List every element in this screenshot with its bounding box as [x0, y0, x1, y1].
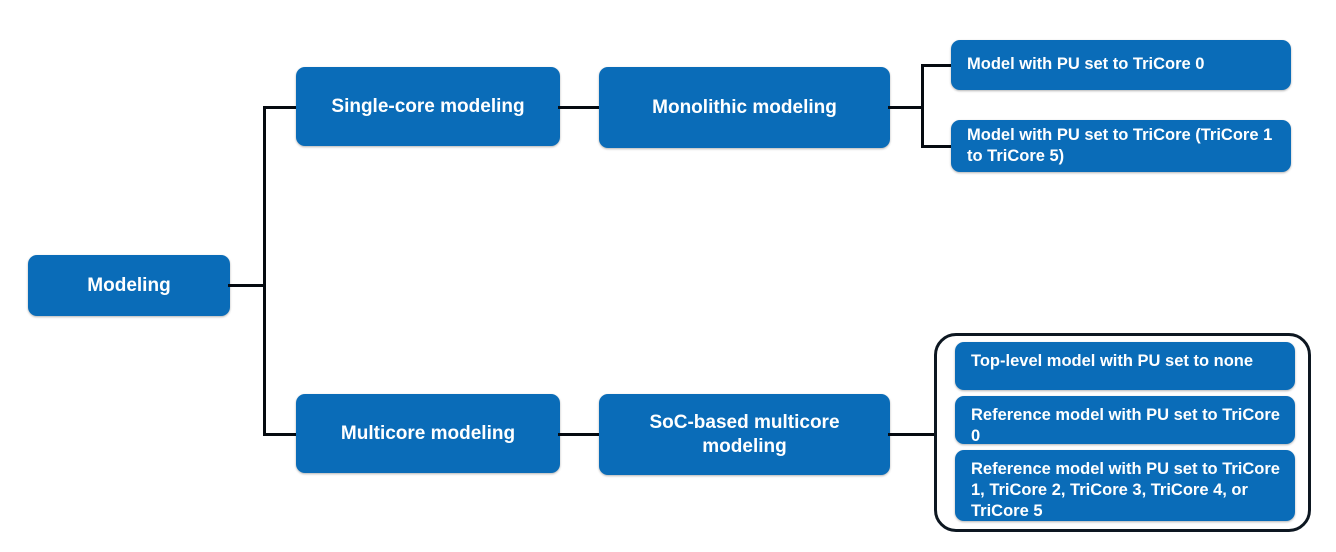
node-soc-child-2-label: Reference model with PU set to TriCore 0	[971, 406, 1280, 446]
connector-monolithic-branch-vertical	[921, 64, 924, 148]
connector-monolithic-to-child-2	[921, 145, 953, 148]
node-monolithic-child-2[interactable]: Model with PU set to TriCore (TriCore 1 …	[951, 120, 1291, 172]
node-soc-based-multicore-modeling-label: SoC-based multicore modeling	[649, 411, 840, 457]
node-monolithic-child-2-label: Model with PU set to TriCore (TriCore 1 …	[967, 125, 1273, 165]
connector-spine-to-multicore	[263, 433, 299, 436]
connector-monolithic-to-child-1	[921, 64, 953, 67]
node-soc-child-1-label: Top-level model with PU set to none	[971, 352, 1254, 370]
connector-spine-to-single-core	[263, 106, 299, 109]
connector-soc-to-group	[888, 433, 936, 436]
node-modeling[interactable]: Modeling	[28, 255, 230, 316]
node-monolithic-modeling[interactable]: Monolithic modeling	[599, 67, 890, 148]
node-single-core-modeling[interactable]: Single-core modeling	[296, 67, 560, 146]
node-soc-child-3-label: Reference model with PU set to TriCore 1…	[971, 460, 1280, 521]
node-soc-child-1[interactable]: Top-level model with PU set to none	[955, 342, 1295, 390]
connector-root-to-spine	[228, 284, 266, 287]
node-monolithic-child-1-label: Model with PU set to TriCore 0	[967, 55, 1205, 74]
node-soc-child-2[interactable]: Reference model with PU set to TriCore 0	[955, 396, 1295, 446]
node-multicore-modeling-label: Multicore modeling	[340, 422, 516, 444]
node-single-core-modeling-label: Single-core modeling	[331, 95, 525, 117]
node-soc-child-3[interactable]: Reference model with PU set to TriCore 1…	[955, 450, 1295, 521]
soc-children-group-outline	[934, 333, 1311, 532]
node-soc-based-multicore-modeling[interactable]: SoC-based multicore modeling	[599, 394, 890, 475]
connector-single-core-to-monolithic	[558, 106, 602, 109]
connector-spine-vertical	[263, 106, 266, 436]
node-monolithic-modeling-label: Monolithic modeling	[652, 96, 837, 118]
connector-monolithic-stub	[888, 106, 924, 109]
node-multicore-modeling[interactable]: Multicore modeling	[296, 394, 560, 473]
node-modeling-label: Modeling	[87, 274, 171, 296]
connector-multicore-to-soc	[558, 433, 602, 436]
node-monolithic-child-1[interactable]: Model with PU set to TriCore 0	[951, 40, 1291, 90]
